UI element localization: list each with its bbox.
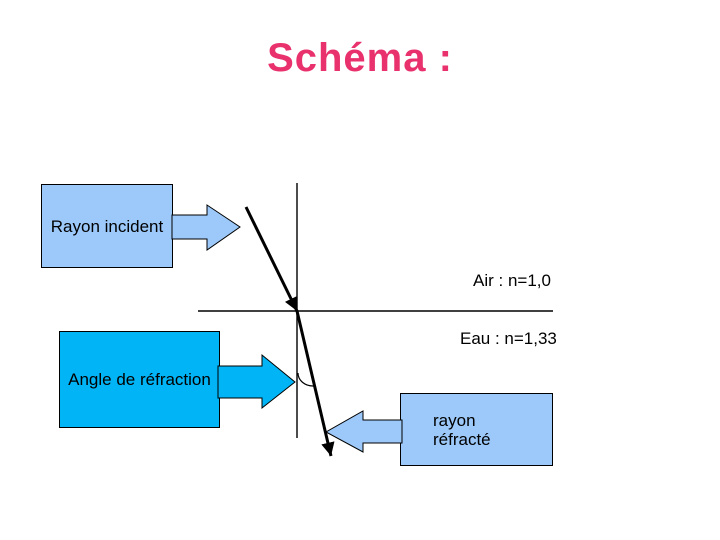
angle-refraction-right-arrow-icon — [217, 353, 296, 410]
slide-title: Schéma : — [267, 36, 453, 80]
rayon-incident-label: Rayon incident — [50, 216, 164, 236]
angle-refraction-label: Angle de réfraction — [68, 370, 211, 389]
refraction-angle-arc — [297, 372, 315, 387]
rayon-incident-box: Rayon incident — [41, 184, 173, 268]
incident-ray-arrow-icon — [244, 206, 299, 312]
rayon-refracte-line2: réfracté — [433, 429, 491, 449]
rayon-refracte-box: rayon réfracté — [400, 393, 553, 466]
air-index-label: Air : n=1,0 — [473, 271, 551, 290]
rayon-refracte-left-arrow-icon — [324, 410, 403, 453]
eau-index-label: Eau : n=1,33 — [460, 329, 557, 348]
rayon-incident-right-arrow-icon — [171, 204, 241, 251]
rayon-refracte-line1: rayon — [433, 410, 476, 430]
rayon-refracte-label: rayon réfracté — [433, 411, 491, 449]
refracted-ray-arrow-icon — [295, 310, 335, 457]
